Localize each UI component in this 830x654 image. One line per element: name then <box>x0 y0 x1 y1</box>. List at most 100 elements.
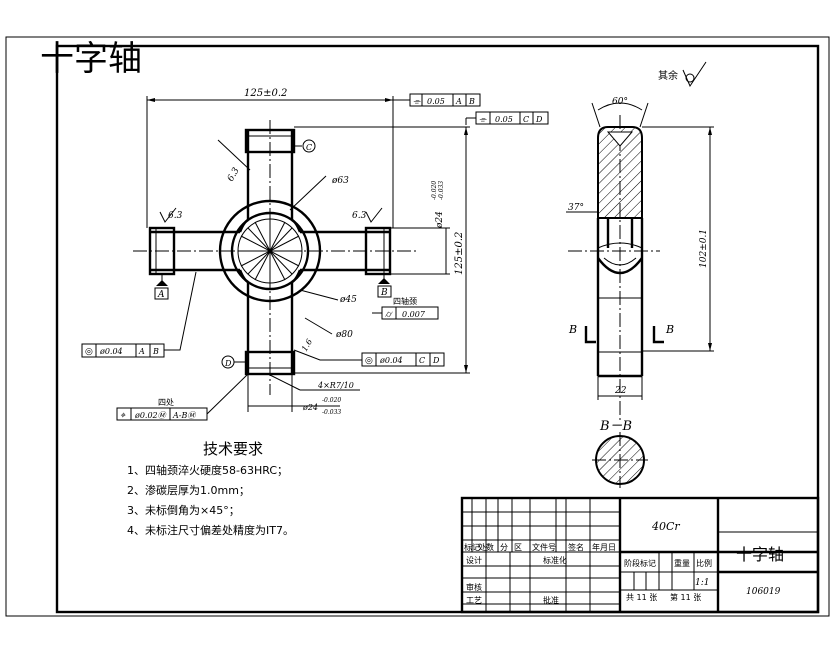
dim-groove: 4×R7/10 <box>269 374 360 391</box>
svg-text:第 11 张: 第 11 张 <box>670 592 701 602</box>
svg-text:标记: 标记 <box>464 542 480 552</box>
svg-text:A: A <box>138 347 145 356</box>
svg-text:重量: 重量 <box>674 558 690 568</box>
gdt-frame-top2: ⌯ 0.05 C D <box>465 111 549 125</box>
svg-text:-0.020: -0.020 <box>322 397 341 404</box>
roughness-symbol-icon <box>682 61 707 88</box>
part-name-text: 十字轴 <box>736 545 784 564</box>
dim-shaft-text: ø24 <box>435 211 445 229</box>
svg-text:C: C <box>306 143 312 152</box>
svg-text:分: 分 <box>500 543 508 552</box>
drawing-number-text: 106019 <box>746 587 781 597</box>
svg-text:ø24: ø24 <box>302 403 318 412</box>
svg-text:⌭: ⌭ <box>385 310 393 320</box>
roughness-diag2-label: 1.6 <box>300 337 314 353</box>
datum-a-icon: A <box>154 274 169 300</box>
svg-text:◎: ◎ <box>365 356 373 366</box>
datum-d-icon: D <box>221 355 246 369</box>
svg-text:D: D <box>224 359 232 368</box>
stamp-title: 十字轴 <box>40 39 142 79</box>
svg-text:文件号: 文件号 <box>532 542 556 552</box>
requirement-item-3: 3、未标倒角为×45°； <box>127 503 240 517</box>
svg-text:四处: 四处 <box>158 397 174 407</box>
svg-text:C: C <box>523 115 529 124</box>
datum-c-icon: C <box>294 139 316 153</box>
svg-text:102±0.1: 102±0.1 <box>699 229 709 268</box>
svg-text:B: B <box>380 288 388 298</box>
roughness-left-label: 6.3 <box>168 211 183 221</box>
svg-text:D: D <box>432 356 440 365</box>
svg-text:ø0.04: ø0.04 <box>379 356 403 365</box>
dim-shaft: ø24 -0.020 -0.033 <box>390 181 450 275</box>
dia-45-label: ø45 <box>339 295 357 305</box>
svg-text:审核: 审核 <box>466 582 482 592</box>
svg-text:年月日: 年月日 <box>592 542 616 552</box>
outer-frame <box>5 36 830 617</box>
svg-text:D: D <box>535 115 543 124</box>
svg-text:阶段标记: 阶段标记 <box>624 558 656 568</box>
svg-text:设计: 设计 <box>466 555 482 565</box>
dim-height: 125±0.2 <box>294 126 470 374</box>
svg-text:ø0.02Ⓜ: ø0.02Ⓜ <box>134 411 168 420</box>
svg-text:22: 22 <box>614 386 627 396</box>
dim-angle-side: 37° <box>566 203 598 213</box>
datum-b-icon: B <box>377 274 392 298</box>
dim-angle-top: 60° <box>591 97 649 128</box>
requirements-title: 技术要求 <box>203 440 263 458</box>
svg-text:批准: 批准 <box>543 595 559 605</box>
svg-text:共 11 张: 共 11 张 <box>626 593 657 602</box>
dim-bottom-shaft: ø24 -0.020 -0.033 <box>247 375 341 416</box>
section-marks: B B <box>568 323 674 344</box>
svg-text:四轴颈: 四轴颈 <box>393 296 417 306</box>
svg-text:0.05: 0.05 <box>427 97 445 106</box>
inner-frame <box>55 44 820 614</box>
svg-text:B: B <box>152 347 159 356</box>
svg-text:⌯: ⌯ <box>413 97 421 107</box>
svg-text:工艺: 工艺 <box>466 596 482 605</box>
svg-text:标准化: 标准化 <box>543 555 567 565</box>
dim-height-text: 125±0.2 <box>454 232 465 275</box>
gdt-frame-cylindricity: 四轴颈 ⌭ 0.007 <box>372 296 439 320</box>
requirement-item-4: 4、未标注尺寸偏差处精度为IT7。 <box>127 523 294 537</box>
svg-text:B: B <box>568 323 577 336</box>
svg-text:60°: 60° <box>612 97 628 107</box>
svg-text:37°: 37° <box>568 203 584 213</box>
dim-width: 125±0.2 <box>146 88 394 228</box>
side-view <box>568 115 660 420</box>
svg-text:0.007: 0.007 <box>402 310 426 319</box>
section-caption: B－B <box>599 419 632 434</box>
requirement-item-1: 1、四轴颈淬火硬度58-63HRC； <box>127 463 288 477</box>
svg-text:B: B <box>665 323 674 336</box>
svg-text:A: A <box>455 97 462 106</box>
dim-side-width: 22 <box>597 376 643 400</box>
svg-text:处数: 处数 <box>478 542 494 552</box>
svg-text:4×R7/10: 4×R7/10 <box>317 381 354 390</box>
svg-text:ø0.04: ø0.04 <box>99 347 123 356</box>
svg-text:区: 区 <box>514 543 522 552</box>
gdt-frame-top1: ⌯ 0.05 A B <box>393 93 481 107</box>
roughness-diag-label: 6.3 <box>226 166 242 184</box>
svg-text:A-BⓂ: A-BⓂ <box>172 411 197 420</box>
gdt-frame-left: ◎ ø0.04 A B <box>81 271 197 358</box>
svg-text:1:1: 1:1 <box>695 578 709 588</box>
svg-text:C: C <box>419 356 425 365</box>
gdt-frame-position: 四处 ⌖ ø0.02Ⓜ A-BⓂ <box>116 373 249 421</box>
svg-text:⌯: ⌯ <box>479 115 487 125</box>
svg-text:B: B <box>468 97 475 106</box>
svg-text:-0.033: -0.033 <box>438 181 445 200</box>
gdt-frame-right: ◎ ø0.04 C D <box>293 349 445 367</box>
section-b-b-view <box>592 432 648 488</box>
svg-text:签名: 签名 <box>568 542 584 552</box>
svg-text:-0.033: -0.033 <box>322 409 341 416</box>
title-block: 标记 处数 分 区 文件号 签名 年月日 设计 标准化 审核 工艺 批准 40C… <box>460 496 820 614</box>
dia-80-label: ø80 <box>335 330 353 340</box>
material-text: 40Cr <box>651 520 680 533</box>
requirement-item-2: 2、渗碳层厚为1.0mm； <box>127 483 250 497</box>
dia-63-label: ø63 <box>331 176 349 186</box>
roughness-other-label: 其余 <box>658 69 678 82</box>
svg-text:⌖: ⌖ <box>120 411 126 421</box>
svg-text:比例: 比例 <box>696 558 712 568</box>
dim-side-length: 102±0.1 <box>642 126 714 352</box>
svg-text:0.05: 0.05 <box>495 115 513 124</box>
